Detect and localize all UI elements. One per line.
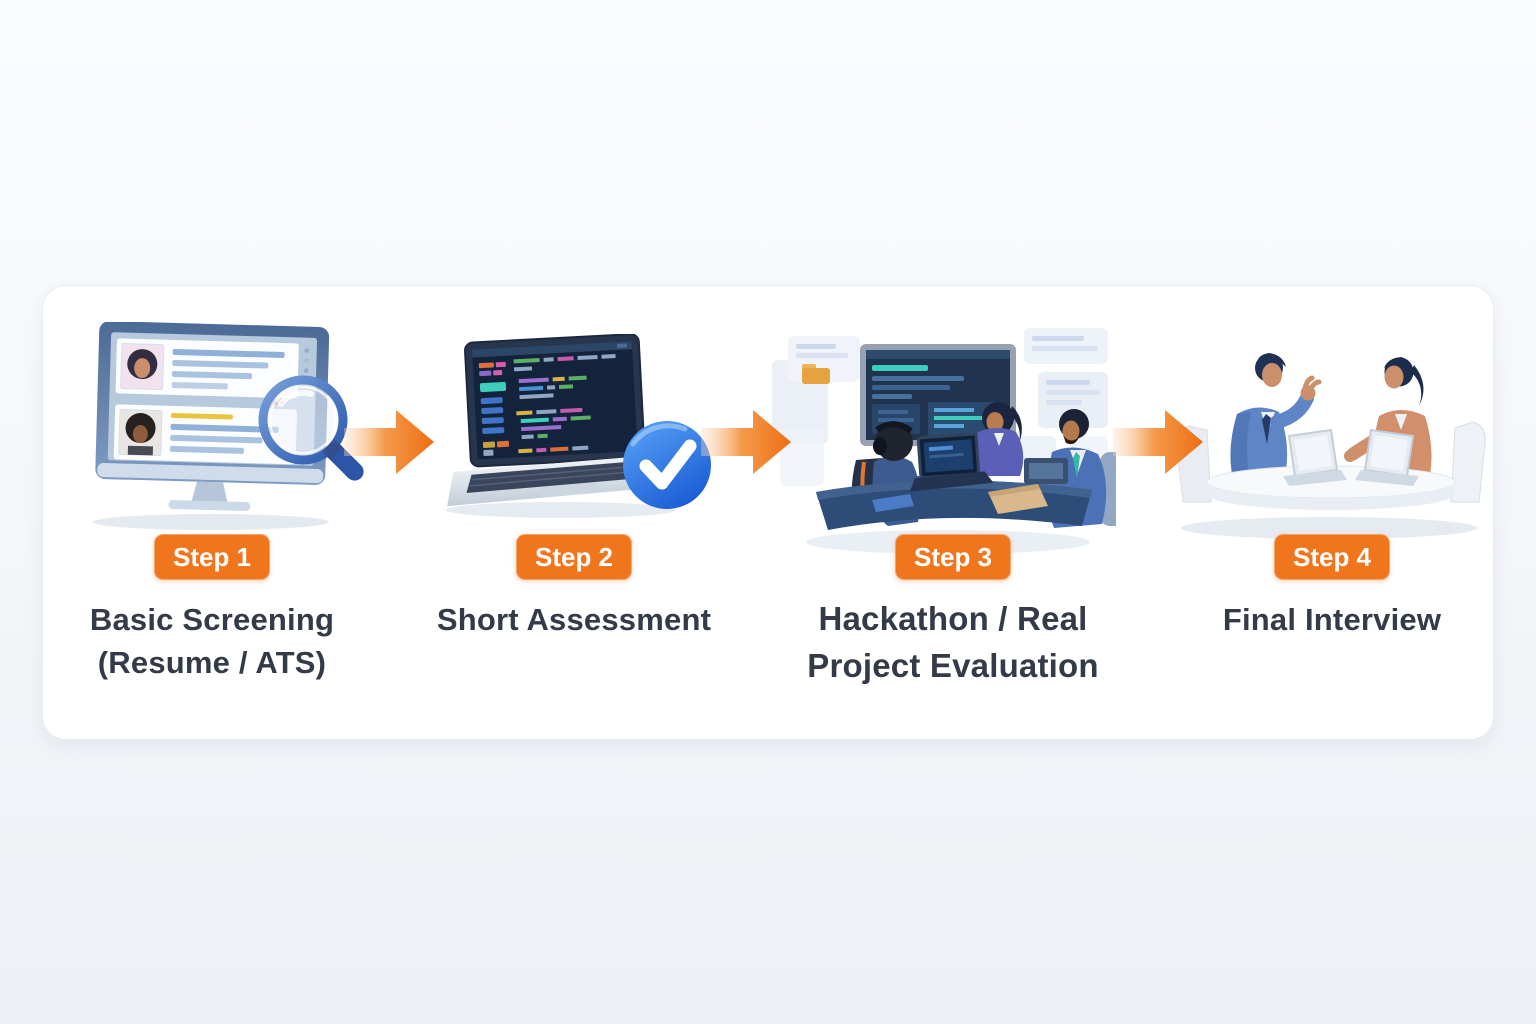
step-4-label: Final Interview — [1172, 598, 1492, 641]
step-3-column: Step 3 Hackathon / Real Project Evaluati… — [773, 286, 1133, 739]
step-3-label-line-2: Project Evaluation — [807, 647, 1099, 684]
step-1-label-line-1: Basic Screening — [89, 602, 335, 637]
flow-arrow-icon — [1113, 410, 1203, 474]
step-1-label: Basic Screening (Resume / ATS) — [52, 598, 372, 684]
step-2-label: Short Assessment — [414, 598, 734, 641]
flow-arrow-icon — [344, 410, 434, 474]
step-4-label-line-1: Final Interview — [1222, 602, 1442, 637]
step-4-badge: Step 4 — [1273, 534, 1391, 580]
step-1-badge: Step 1 — [153, 534, 271, 580]
process-card: Step 1 Basic Screening (Resume / ATS) St… — [42, 285, 1494, 740]
step-2-badge: Step 2 — [515, 534, 633, 580]
step-1-column: Step 1 Basic Screening (Resume / ATS) — [52, 286, 372, 739]
step-3-label: Hackathon / Real Project Evaluation — [773, 595, 1133, 689]
step-1-label-line-2: (Resume / ATS) — [97, 645, 327, 680]
flow-arrow-icon — [701, 410, 791, 474]
step-2-label-line-1: Short Assessment — [436, 602, 712, 637]
step-4-column: Step 4 Final Interview — [1172, 286, 1492, 739]
step-3-badge: Step 3 — [894, 534, 1012, 580]
step-3-label-line-1: Hackathon / Real — [818, 600, 1088, 637]
step-2-column: Step 2 Short Assessment — [414, 286, 734, 739]
